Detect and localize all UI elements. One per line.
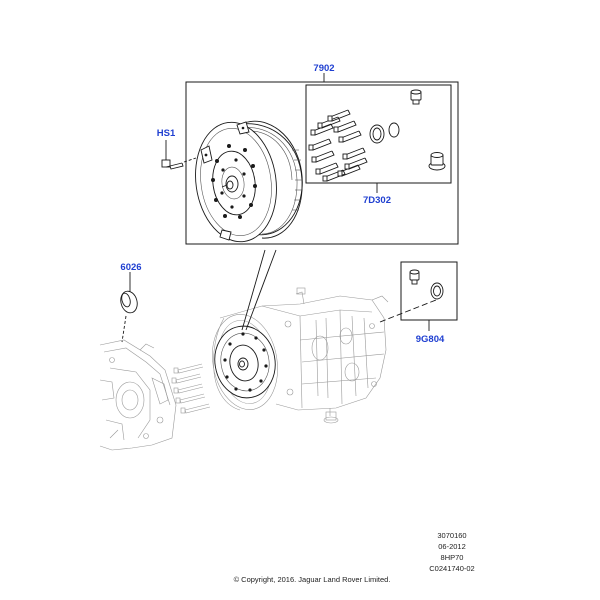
transmission-housing-illustration (212, 287, 389, 424)
bolt-hs1-illustration (161, 140, 197, 170)
engine-block-illustration (99, 339, 177, 451)
catalogue-ref: C0241740-02 (429, 564, 474, 573)
illustration-date: 06-2012 (438, 542, 466, 551)
plug-kit-box-9G804 (379, 261, 458, 331)
bolt-kit-box-7D302 (305, 84, 452, 193)
callout-7902: 7902 (313, 63, 334, 74)
callout-9G804: 9G804 (416, 334, 445, 345)
mounting-bolts-illustration (171, 363, 211, 414)
callout-HS1: HS1 (157, 128, 176, 139)
installed-converter-illustration (214, 249, 277, 399)
model-code: 8HP70 (441, 553, 464, 562)
copyright-notice: © Copyright, 2016. Jaguar Land Rover Lim… (234, 575, 391, 584)
callout-7D302: 7D302 (363, 195, 391, 206)
illustration-number: 3070160 (437, 531, 466, 540)
seal-6026-illustration (120, 272, 138, 343)
bolt-set-illustration (308, 89, 446, 182)
kit-box-7902 (185, 73, 459, 245)
callout-6026: 6026 (120, 262, 141, 273)
torque-converter-illustration (195, 120, 303, 243)
